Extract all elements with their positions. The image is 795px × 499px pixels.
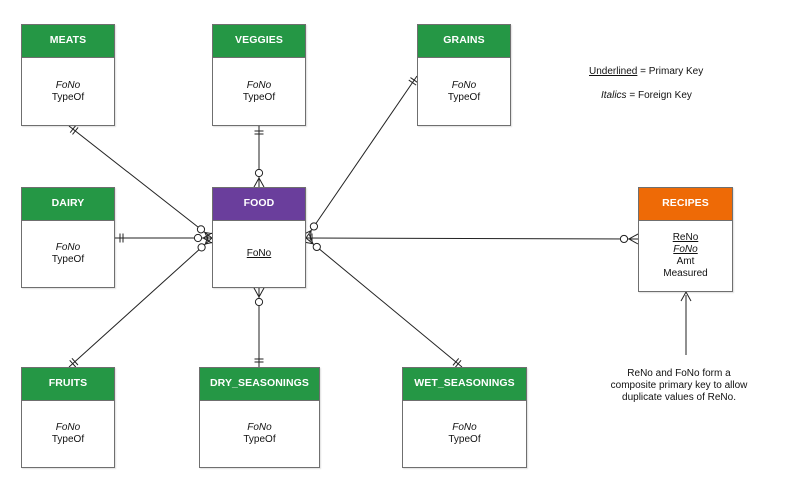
rel-food-recipes-line [305,237,639,240]
rel-grains-food-end-foot-b [309,230,312,241]
entity-recipes-attributes: ReNo FoNo Amt Measured [639,221,732,291]
entity-recipes[interactable]: RECIPES ReNo FoNo Amt Measured [638,187,733,292]
attr-typeof: TypeOf [51,91,85,103]
rel-wet-food-tick-b [452,358,460,366]
entity-meats-title: MEATS [22,25,114,58]
attr-typeof: TypeOf [51,434,85,445]
rel-grains-food-line [305,75,418,239]
entity-grains-attributes: FoNo TypeOf [418,58,510,125]
rel-grains-food-tick-b [408,79,417,86]
entity-meats[interactable]: MEATS FoNo TypeOf [21,24,115,126]
rel-fruits-food-tick-b [71,357,79,366]
entity-food[interactable]: FOOD FoNo [212,187,306,288]
legend-primary-key-text: = Primary Key [637,66,704,77]
legend-foreign-key: Italics = Foreign Key [601,90,692,102]
rel-meats-food-tick-b [72,127,79,135]
entity-food-attributes: FoNo [213,221,305,287]
entity-wet-seasonings-title: WET_SEASONINGS [403,368,526,401]
rel-fruits-food-end-circle [197,243,206,252]
attr-measured: Measured [663,268,708,279]
rel-dairy-food-end-foot-a [202,237,213,244]
entity-veggies[interactable]: VEGGIES FoNo TypeOf [212,24,306,126]
rel-fruits-food-tick-a [69,359,77,368]
entity-fruits[interactable]: FRUITS FoNo TypeOf [21,367,115,468]
rel-dry-food-end-foot-a [258,287,265,298]
attr-fono: FoNo [55,242,81,253]
attr-fono: FoNo [247,422,272,433]
rel-dairy-food-end-circle [193,233,203,243]
note-arrow-head [680,290,692,302]
attr-fono-pk-fk: FoNo [673,244,698,255]
entity-recipes-title: RECIPES [639,188,732,221]
composite-key-note: ReNo and FoNo form a composite primary k… [610,368,748,403]
entity-dairy-attributes: FoNo TypeOf [22,221,114,287]
legend-primary-key: Underlined = Primary Key [589,66,703,78]
entity-grains-title: GRAINS [418,25,510,58]
attr-fono: FoNo [55,422,81,433]
legend-italics-word: Italics [601,90,627,101]
entity-dry-seasonings-attributes: FoNo TypeOf [200,401,319,467]
entity-food-title: FOOD [213,188,305,221]
legend-foreign-key-text: = Foreign Key [626,90,692,101]
attr-typeof: TypeOf [243,434,276,445]
rel-food-recipes-end-foot-b [628,233,639,240]
entity-grains[interactable]: GRAINS FoNo TypeOf [417,24,511,126]
attr-reno-pk: ReNo [672,232,699,243]
rel-wet-food-tick-a [454,360,462,368]
attr-typeof: TypeOf [51,254,85,265]
legend-underlined-word: Underlined [589,66,638,77]
rel-veggies-food-end-foot-a [253,177,260,188]
attr-fono-pk: FoNo [246,248,272,259]
rel-veggies-food-end-foot-b [258,177,265,188]
entity-dairy-title: DAIRY [22,188,114,221]
rel-food-recipes-end-circle [619,234,629,244]
attr-fono: FoNo [451,79,477,91]
attr-fono: FoNo [452,422,477,433]
entity-veggies-title: VEGGIES [213,25,305,58]
entity-meats-attributes: FoNo TypeOf [22,58,114,125]
rel-meats-food-line [68,125,213,239]
entity-veggies-attributes: FoNo TypeOf [213,58,305,125]
entity-fruits-attributes: FoNo TypeOf [22,401,114,467]
rel-wet-food-line [305,237,463,368]
rel-meats-food-end-circle [196,225,206,234]
rel-meats-food-tick-a [69,125,77,133]
attr-fono: FoNo [246,79,272,91]
attr-typeof: TypeOf [448,434,481,445]
entity-dry-seasonings[interactable]: DRY_SEASONINGS FoNo TypeOf [199,367,320,468]
attr-typeof: TypeOf [447,91,481,103]
attr-fono: FoNo [55,79,81,91]
rel-dry-food-end-circle [254,297,264,307]
entity-wet-seasonings-attributes: FoNo TypeOf [403,401,526,467]
rel-dairy-food-end-foot-b [202,232,213,239]
attr-typeof: TypeOf [242,91,276,103]
rel-fruits-food-line [68,237,213,368]
attr-amt: Amt [676,256,695,267]
entity-fruits-title: FRUITS [22,368,114,401]
entity-dairy[interactable]: DAIRY FoNo TypeOf [21,187,115,288]
rel-fruits-food-end-foot-b [204,234,210,245]
rel-veggies-food-end-circle [254,168,264,178]
rel-food-recipes-end-foot-a [628,238,639,245]
entity-wet-seasonings[interactable]: WET_SEASONINGS FoNo TypeOf [402,367,527,468]
rel-dry-food-end-foot-b [253,287,260,298]
entity-dry-seasonings-title: DRY_SEASONINGS [200,368,319,401]
rel-wet-food-end-circle [312,242,321,252]
rel-grains-food-tick-a [410,77,419,84]
rel-grains-food-end-circle [309,222,319,231]
